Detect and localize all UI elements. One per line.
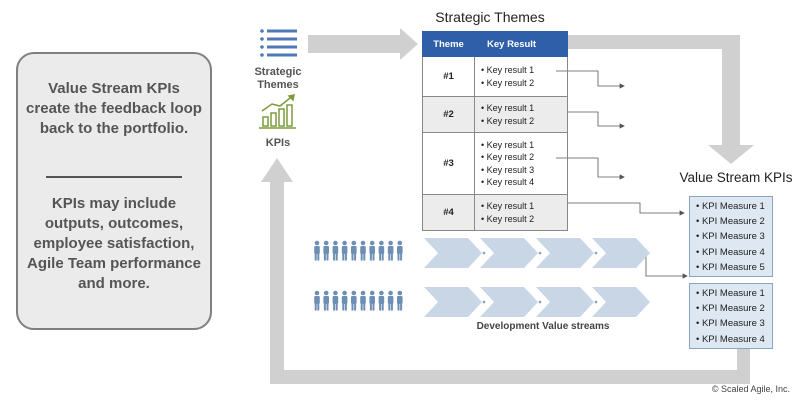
value-stream-chevron [480,287,538,317]
key-result: • Key result 2 [481,115,535,126]
connector-arrowhead [679,210,685,216]
connector-line [556,111,620,127]
team-people-row [314,240,403,261]
key-result: • Key result 1 [481,201,535,211]
callout-feedback-text: Value Stream KPIs create the feedback lo… [26,80,202,137]
key-result: • Key result 1 [481,103,535,113]
strategic-themes-table: Theme Key Result #1 • Key result 1 • Key… [422,31,568,231]
value-stream-chevron [424,287,482,317]
person-icon [351,290,357,311]
kpis-label: KPIs [265,137,291,149]
value-stream-chevron [592,238,650,268]
kpi-measure: • KPI Measure 5 [696,261,765,273]
key-results-cell: • Key result 1 • Key result 2 [474,56,568,97]
value-stream-chevron [536,238,594,268]
key-results-cell: • Key result 1 • Key result 2 • Key resu… [474,132,568,195]
key-result: • Key result 3 [481,164,535,175]
key-result: • Key result 1 [481,139,535,150]
key-result: • Key result 2 [481,213,535,224]
connector-arrowhead [619,123,625,129]
callout-kpi-examples-text: KPIs may include outputs, outcomes, empl… [27,195,201,292]
kpi-measure: • KPI Measure 2 [696,216,765,228]
key-result: • Key result 2 [481,152,535,162]
value-stream-chevron [424,238,482,268]
person-icon [387,240,394,261]
value-stream-chevron [592,287,650,317]
chevron-dot [482,251,486,255]
connector-arrowhead [619,174,625,180]
value-stream-kpis-title: Value Stream KPIs [679,170,793,185]
arrow-to-themes-table [308,28,418,60]
chevron-dot [594,251,598,255]
person-icon [314,240,320,261]
table-row: #1 • Key result 1 • Key result 2 [422,56,568,97]
copyright-notice: © Scaled Agile, Inc. [711,384,790,394]
key-result: • Key result 1 [481,65,535,75]
development-value-streams-label: Development Value streams [476,321,610,332]
person-icon [351,240,357,261]
person-icon [360,290,366,311]
connector-arrowhead [682,273,688,279]
table-row: #4 • Key result 1 • Key result 2 [422,194,568,231]
person-icon [360,240,366,261]
person-icon [341,240,348,261]
connector-line [556,157,620,178]
person-icon [314,290,320,311]
connector-line [556,70,620,87]
person-icon [341,290,348,311]
chevron-dot [482,300,486,304]
key-result: • Key result 4 [481,177,535,187]
value-stream-chevron [480,238,538,268]
list-icon [260,29,297,57]
strategic-themes-label: Strategic Themes [254,66,302,91]
person-icon [369,290,375,311]
person-icon [323,290,329,311]
theme-number: #4 [422,194,475,231]
kpi-measure: • KPI Measure 4 [696,333,765,345]
table-row: #3 • Key result 1 • Key result 2 • Key r… [422,132,568,195]
theme-number: #3 [422,132,475,195]
kpi-measure: • KPI Measure 3 [696,231,765,243]
key-result-column-header: Key Result [474,31,568,57]
arrow-to-value-stream-kpis [563,35,754,164]
connector-arrowhead [619,83,625,89]
kpi-measure: • KPI Measure 3 [696,318,765,330]
table-header-row: Theme Key Result [422,31,568,57]
chevron-dot [538,300,542,304]
kpi-measure: • KPI Measure 1 [696,201,765,212]
kpi-callout-box: Value Stream KPIs create the feedback lo… [16,52,212,330]
callout-divider [46,176,182,178]
chevron-dot [538,251,542,255]
person-icon [332,290,339,311]
themes-table-title: Strategic Themes [435,9,545,25]
theme-number: #1 [422,56,475,97]
person-icon [397,240,403,261]
theme-number: #2 [422,96,475,133]
key-results-cell: • Key result 1 • Key result 2 [474,194,568,231]
team-people-row [314,290,403,311]
value-stream-chevron [536,287,594,317]
person-icon [378,240,385,261]
key-results-cell: • Key result 1 • Key result 2 [474,96,568,133]
kpi-measures-box: • KPI Measure 1 • KPI Measure 2 • KPI Me… [689,283,773,349]
person-icon [397,290,403,311]
key-result: • Key result 2 [481,77,535,88]
kpi-measure: • KPI Measure 2 [696,303,765,315]
theme-column-header: Theme [422,31,475,57]
kpi-measures-box: • KPI Measure 1 • KPI Measure 2 • KPI Me… [689,196,773,277]
person-icon [387,290,394,311]
person-icon [378,290,385,311]
person-icon [369,240,375,261]
table-row: #2 • Key result 1 • Key result 2 [422,96,568,133]
chevron-dot [594,300,598,304]
kpi-measure: • KPI Measure 1 [696,288,765,299]
person-icon [332,240,339,261]
bar-chart-icon [259,94,296,129]
connector-line [645,255,683,277]
kpi-measure: • KPI Measure 4 [696,246,765,258]
connector-line [556,202,680,214]
person-icon [323,240,329,261]
